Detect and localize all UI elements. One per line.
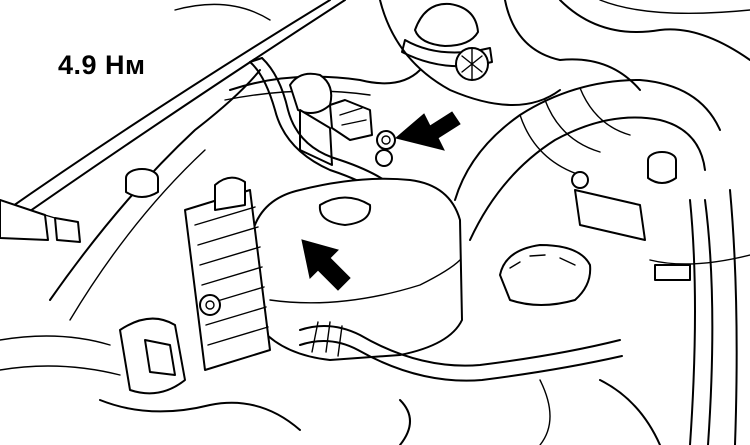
reservoir-tank (249, 177, 463, 361)
air-intake-hose (454, 79, 721, 241)
master-cylinder-cap (499, 244, 592, 306)
lower-hoses (299, 321, 661, 445)
lower-left-assembly (0, 317, 301, 431)
arrow-lower (301, 239, 351, 291)
torque-value-label: 4.9 Нм (58, 50, 146, 80)
upper-hoses (224, 0, 750, 106)
fender-edge-lines (0, 0, 346, 321)
reservoir-cap-left (125, 168, 159, 198)
left-clip (0, 199, 81, 243)
mount-bracket (289, 72, 373, 166)
right-hoses (649, 189, 750, 445)
arrow-upper (394, 111, 461, 151)
radiator-cap-top (401, 2, 493, 81)
bolt-upper (375, 130, 396, 167)
right-bracket (571, 171, 646, 241)
radiator-side (184, 176, 271, 371)
right-cap (647, 151, 677, 184)
